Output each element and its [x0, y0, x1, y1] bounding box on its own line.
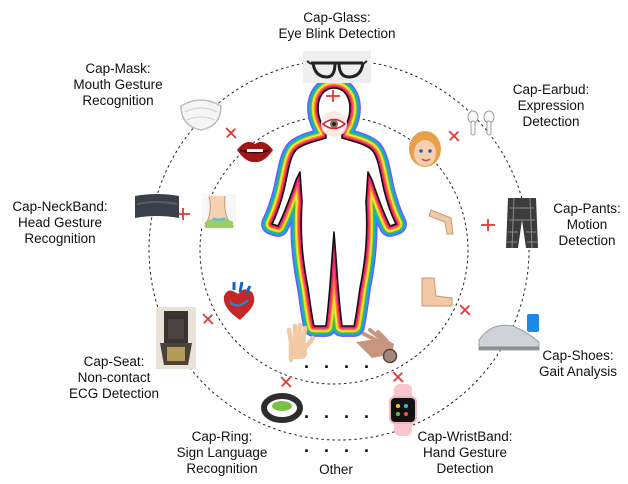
label-cap-ring: Cap-Ring:Sign LanguageRecognition [160, 429, 284, 477]
glasses-icon [303, 51, 371, 83]
shoe-icon [479, 314, 539, 350]
label-cap-pants: Cap-Pants:MotionDetection [547, 201, 627, 249]
mask-icon [181, 100, 221, 130]
ellipsis-outer: . . . . [304, 402, 374, 423]
label-cap-mask: Cap-Mask:Mouth GestureRecognition [58, 61, 178, 109]
leg-icon [429, 210, 453, 234]
neck-icon [202, 194, 236, 230]
lips-icon [237, 142, 273, 162]
label-cap-wristband: Cap-WristBand:Hand GestureDetection [406, 429, 524, 477]
connector-mark [199, 310, 217, 328]
heart-icon [224, 282, 254, 320]
label-cap-shoes: Cap-Shoes:Gait Analysis [530, 348, 626, 380]
ring-icon [264, 396, 300, 420]
earbud-icon [468, 111, 494, 135]
label-other: Other [306, 462, 366, 478]
connector-mark [456, 301, 474, 319]
eye-icon [321, 111, 347, 137]
label-cap-glass: Cap-Glass:Eye Blink Detection [269, 10, 405, 42]
pants-icon [506, 198, 538, 248]
label-cap-seat: Cap-Seat:Non-contactECG Detection [58, 354, 170, 402]
connector-mark [222, 124, 240, 142]
label-cap-neckband: Cap-NeckBand:Head GestureRecognition [2, 199, 118, 247]
ellipsis-inner: . . . . [304, 352, 374, 373]
connector-mark [481, 219, 495, 231]
connector-mark [445, 127, 463, 145]
neckband-icon [135, 194, 179, 218]
face-icon [409, 131, 441, 167]
label-cap-earbud: Cap-Earbud:ExpressionDetection [501, 82, 601, 130]
foot-icon [422, 278, 452, 306]
ellipsis-bottom: . . . . [304, 436, 374, 457]
